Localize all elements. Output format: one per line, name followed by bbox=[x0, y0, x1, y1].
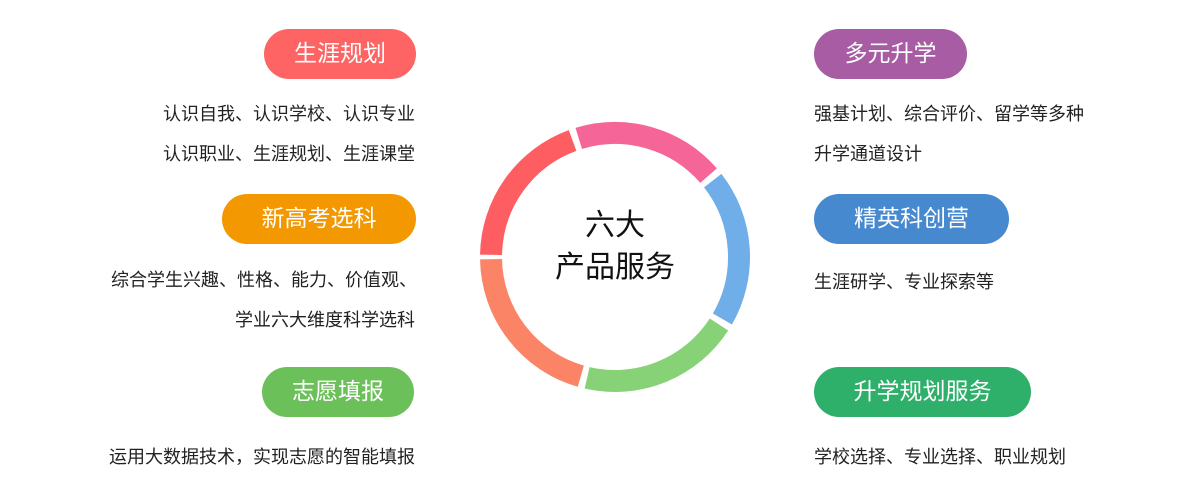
pill-career-planning[interactable]: 生涯规划 bbox=[264, 29, 416, 79]
ring-segment-green bbox=[584, 318, 729, 392]
ring-segment-blue bbox=[703, 173, 750, 325]
ring-segment-red bbox=[480, 130, 577, 256]
desc-subject-selection-2: 学业六大维度科学选科 bbox=[235, 310, 415, 331]
pill-diverse-admission[interactable]: 多元升学 bbox=[814, 29, 967, 79]
center-title-line1: 六大 bbox=[585, 208, 645, 243]
ring-segment-salmon bbox=[480, 258, 585, 387]
desc-elite-innovation-camp: 生涯研学、专业探索等 bbox=[814, 272, 994, 293]
ring-segment-pink bbox=[575, 122, 717, 184]
desc-diverse-admission-1: 强基计划、综合评价、留学等多种 bbox=[814, 104, 1084, 125]
desc-diverse-admission-2: 升学通道设计 bbox=[814, 144, 922, 165]
desc-career-planning-2: 认识职业、生涯规划、生涯课堂 bbox=[163, 144, 415, 165]
pill-admission-planning[interactable]: 升学规划服务 bbox=[814, 367, 1031, 417]
pill-application-filling[interactable]: 志愿填报 bbox=[262, 367, 414, 417]
pill-subject-selection[interactable]: 新高考选科 bbox=[222, 194, 416, 244]
pill-elite-innovation-camp[interactable]: 精英科创营 bbox=[814, 194, 1009, 244]
service-ring bbox=[480, 122, 750, 392]
desc-subject-selection-1: 综合学生兴趣、性格、能力、价值观、 bbox=[111, 270, 417, 291]
desc-admission-planning: 学校选择、专业选择、职业规划 bbox=[814, 447, 1066, 468]
desc-career-planning-1: 认识自我、认识学校、认识专业 bbox=[163, 104, 415, 125]
center-title: 六大 产品服务 bbox=[515, 205, 715, 289]
desc-application-filling: 运用大数据技术，实现志愿的智能填报 bbox=[109, 447, 415, 468]
center-title-line2: 产品服务 bbox=[555, 250, 675, 285]
